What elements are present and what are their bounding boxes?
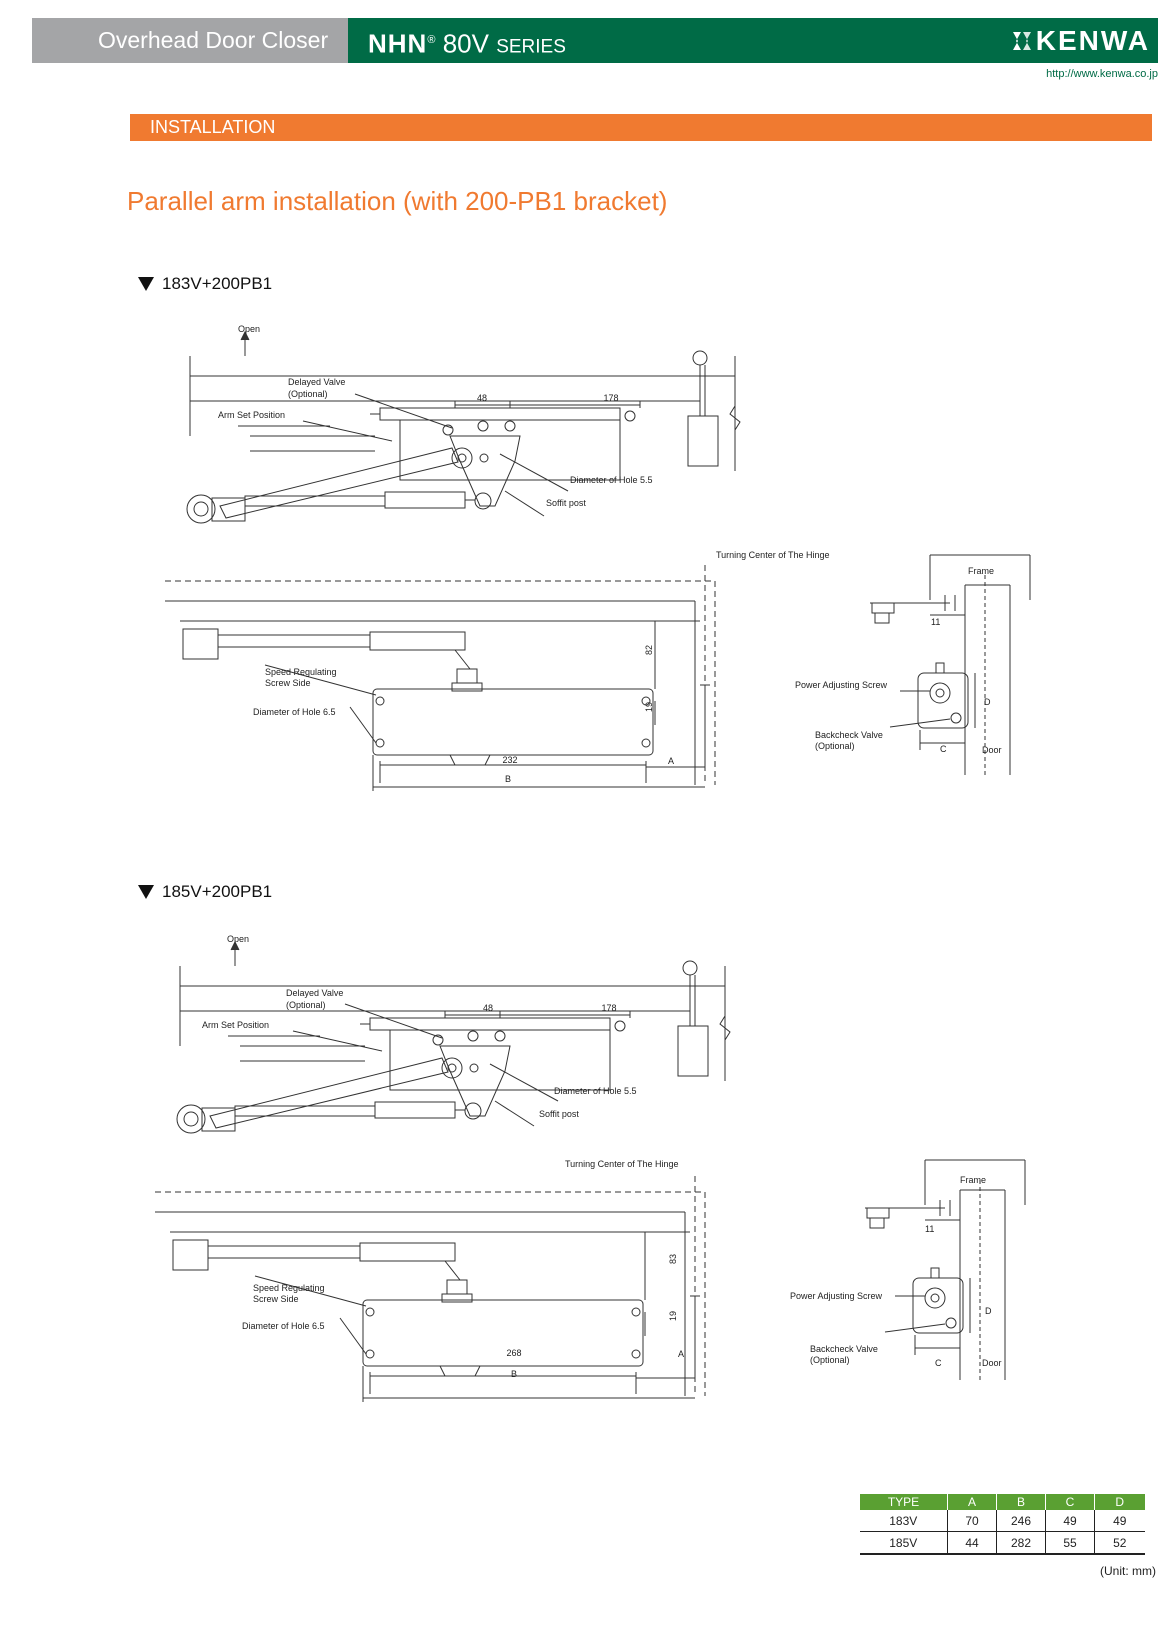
- dim-83: 83: [668, 1254, 678, 1264]
- logo-text: KENWA: [1035, 25, 1150, 56]
- backcheck-optional-label: (Optional): [815, 741, 855, 751]
- brand-title: NHN® 80V SERIES: [368, 18, 566, 63]
- cell-b: 246: [996, 1510, 1046, 1532]
- page-title: Parallel arm installation (with 200-PB1 …: [127, 186, 668, 216]
- frame-label: Frame: [960, 1175, 986, 1185]
- delayed-valve-label: Delayed Valve: [286, 988, 343, 998]
- spec-table-header: TYPE A B C D: [859, 1494, 1145, 1510]
- header-a: A: [947, 1494, 997, 1510]
- model-label: 183V+200PB1: [162, 274, 273, 293]
- header-type: TYPE: [859, 1494, 948, 1510]
- arm-set-position-label: Arm Set Position: [202, 1020, 269, 1030]
- screw-side-label: Screw Side: [265, 678, 311, 688]
- open-label: Open: [238, 324, 260, 334]
- dim-c: C: [935, 1358, 942, 1368]
- cell-type: 185V: [859, 1531, 948, 1555]
- dim-48: 48: [477, 393, 487, 403]
- diagram-183v-side-view: Frame 11 Power Adjusting Screw Backcheck…: [795, 554, 1031, 776]
- dim-82: 82: [644, 645, 654, 655]
- hole-55-label: Diameter of Hole 5.5: [570, 475, 653, 485]
- model-label: 185V+200PB1: [162, 882, 273, 901]
- model-heading-2: 185V+200PB1: [138, 882, 272, 902]
- dim-178: 178: [603, 393, 618, 403]
- unit-note: (Unit: mm): [1100, 1564, 1156, 1578]
- soffit-post-label: Soffit post: [546, 498, 586, 508]
- cell-d: 52: [1094, 1531, 1145, 1555]
- cell-type: 183V: [859, 1510, 948, 1532]
- dim-d: D: [985, 1306, 992, 1316]
- website-url[interactable]: http://www.kenwa.co.jp: [1046, 68, 1158, 80]
- diagram-185v-side-view: Frame 11 Power Adjusting Screw Backcheck…: [790, 1159, 1026, 1381]
- header-b: B: [996, 1494, 1046, 1510]
- diagram-185v-front-view: Turning Center of The Hinge Speed Regula…: [154, 1159, 706, 1403]
- dim-a: A: [668, 756, 674, 766]
- dim-232: 232: [502, 755, 517, 765]
- power-adjusting-label: Power Adjusting Screw: [795, 680, 888, 690]
- diagram-183v-top-view: Open Delayed Valve (Optional) Arm Set Po…: [186, 324, 741, 524]
- frame-label: Frame: [968, 566, 994, 576]
- header-band: NHN® 80V SERIES KENWA: [348, 18, 1158, 63]
- hole-55-label: Diameter of Hole 5.5: [554, 1086, 637, 1096]
- cell-d: 49: [1094, 1510, 1145, 1532]
- table-row: 183V 70 246 49 49: [859, 1510, 1145, 1532]
- series-model: 80V: [442, 28, 489, 59]
- dim-268: 268: [506, 1348, 521, 1358]
- speed-regulating-label: Speed Regulating: [265, 667, 337, 677]
- kenwa-logo: KENWA: [1010, 18, 1150, 63]
- dim-48: 48: [483, 1003, 493, 1013]
- screw-side-label: Screw Side: [253, 1294, 299, 1304]
- table-row: 185V 44 282 55 52: [859, 1531, 1145, 1555]
- dim-11: 11: [925, 1224, 934, 1234]
- kenwa-logo-icon: [1012, 31, 1031, 50]
- spec-table: TYPE A B C D 183V 70 246 49 49 185V 44 2…: [859, 1494, 1145, 1555]
- backcheck-valve-label: Backcheck Valve: [815, 730, 883, 740]
- cell-c: 49: [1045, 1510, 1095, 1532]
- cell-a: 44: [947, 1531, 997, 1555]
- triangle-bullet-icon: [138, 885, 154, 899]
- header-category: Overhead Door Closer: [32, 18, 348, 63]
- speed-regulating-label: Speed Regulating: [253, 1283, 325, 1293]
- dim-a: A: [678, 1349, 684, 1359]
- dim-11: 11: [931, 617, 940, 627]
- turning-center-label: Turning Center of The Hinge: [565, 1159, 679, 1169]
- door-label: Door: [982, 745, 1002, 755]
- arm-set-position-label: Arm Set Position: [218, 410, 285, 420]
- diagram-185v-top-view: Open Delayed Valve (Optional) Arm Set Po…: [176, 934, 731, 1134]
- dim-b: B: [511, 1369, 517, 1379]
- hole-65-label: Diameter of Hole 6.5: [253, 707, 336, 717]
- model-heading-1: 183V+200PB1: [138, 274, 272, 294]
- section-heading: INSTALLATION: [130, 114, 1152, 141]
- delayed-valve-label: Delayed Valve: [288, 377, 345, 387]
- backcheck-optional-label: (Optional): [810, 1355, 850, 1365]
- series-suffix: SERIES: [496, 36, 566, 58]
- dim-178: 178: [601, 1003, 616, 1013]
- soffit-post-label: Soffit post: [539, 1109, 579, 1119]
- dim-19: 19: [668, 1311, 678, 1321]
- hole-65-label: Diameter of Hole 6.5: [242, 1321, 325, 1331]
- turning-center-label: Turning Center of The Hinge: [716, 550, 830, 560]
- power-adjusting-label: Power Adjusting Screw: [790, 1291, 883, 1301]
- registered-mark: ®: [427, 34, 436, 46]
- backcheck-valve-label: Backcheck Valve: [810, 1344, 878, 1354]
- cell-b: 282: [996, 1531, 1046, 1555]
- dim-d: D: [984, 697, 991, 707]
- header-d: D: [1094, 1494, 1145, 1510]
- header-c: C: [1045, 1494, 1095, 1510]
- optional-label: (Optional): [288, 389, 328, 399]
- dim-b: B: [505, 774, 511, 784]
- triangle-bullet-icon: [138, 277, 154, 291]
- cell-c: 55: [1045, 1531, 1095, 1555]
- diagram-183v-front-view: Turning Center of The Hinge Speed Regula…: [164, 550, 830, 792]
- open-label: Open: [227, 934, 249, 944]
- cell-a: 70: [947, 1510, 997, 1532]
- optional-label: (Optional): [286, 1000, 326, 1010]
- dim-c: C: [940, 744, 947, 754]
- brand-name: NHN: [368, 28, 428, 59]
- dim-19: 19: [644, 702, 654, 712]
- door-label: Door: [982, 1358, 1002, 1368]
